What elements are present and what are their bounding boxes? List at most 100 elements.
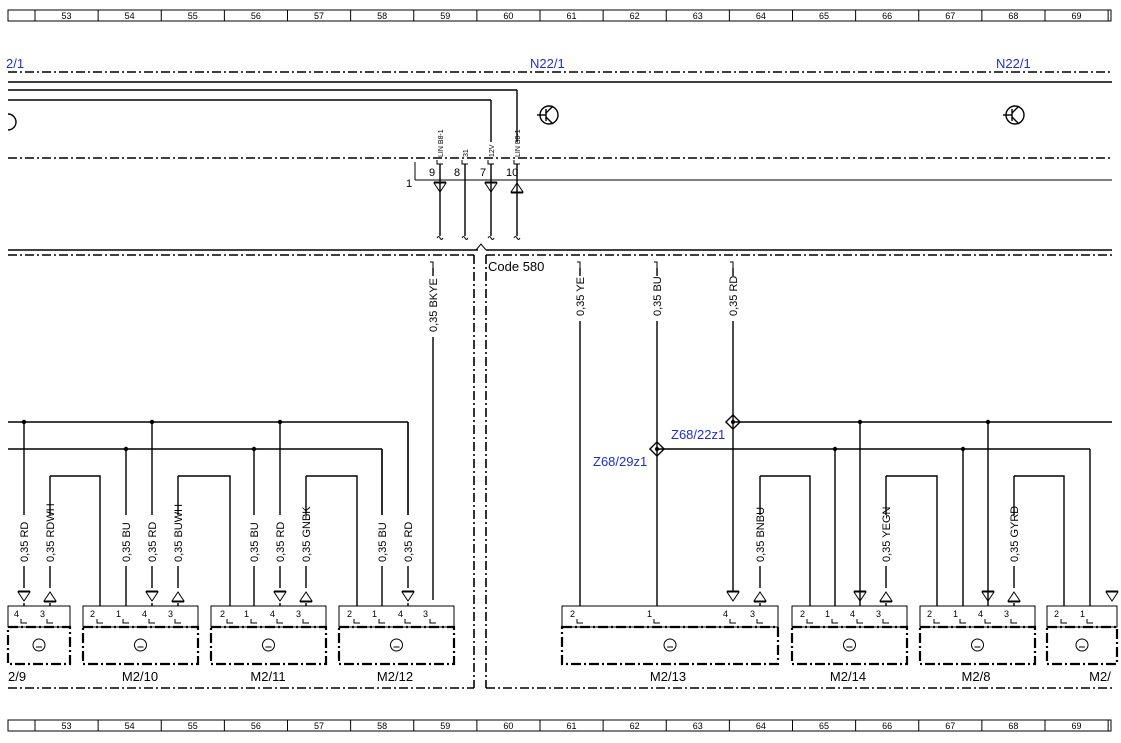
wire-label: 0,35 GYRD [1009, 506, 1021, 562]
ruler-number: 61 [567, 721, 577, 731]
ruler-number: 53 [62, 721, 72, 731]
pin-number: 1 [1080, 609, 1085, 619]
component-box [337, 625, 456, 666]
ruler-number: 60 [503, 721, 513, 731]
wire-terminal [430, 261, 434, 268]
connector-number: 1 [406, 178, 412, 190]
wire-label: 0,35 BNBU [755, 507, 767, 562]
boundary-notch [475, 243, 487, 251]
ruler-number: 58 [377, 721, 387, 731]
pin-number: 9 [429, 167, 435, 179]
ruler-number: 54 [125, 11, 135, 21]
pin-terminal [933, 619, 940, 624]
connector-housing [1046, 605, 1118, 628]
junction-dot [251, 446, 257, 452]
arrow-down-icon [401, 591, 415, 602]
pin-terminal [856, 619, 863, 624]
arrow-down-icon [145, 591, 159, 602]
wire-label: 0,35 BKYE [428, 278, 440, 332]
ruler-number: 66 [882, 721, 892, 731]
connector-housing [210, 605, 327, 628]
pin-terminal [461, 160, 468, 165]
pin-number: 2 [1054, 609, 1059, 619]
ruler-number: 64 [756, 11, 766, 21]
ruler-number: 54 [125, 721, 135, 731]
arrow-up-icon [43, 591, 57, 602]
pin-number: 4 [978, 609, 983, 619]
wire-label: 0,35 RD [403, 522, 415, 562]
arrow-up-icon [171, 591, 185, 602]
pin-number: 4 [14, 609, 19, 619]
junction-dot [832, 446, 838, 452]
return-loop [886, 475, 938, 606]
component-label: M2/13 [650, 669, 686, 684]
pin-number: 1 [372, 609, 377, 619]
arrow-up-icon [879, 591, 893, 602]
pin-terminal [959, 619, 966, 624]
splice-label-z22: Z68/22z1 [671, 427, 725, 442]
return-loop [1014, 475, 1065, 606]
pin-number: 3 [876, 609, 881, 619]
ruler-number: 53 [62, 11, 72, 21]
component-label: M2/12 [377, 669, 413, 684]
component-label: M2/ [1089, 669, 1111, 684]
pin-terminal [46, 619, 53, 624]
ruler-number: 57 [314, 11, 324, 21]
component-box [918, 625, 1037, 666]
pin-number: 1 [244, 609, 249, 619]
wire-label: 0,35 BUWH [173, 504, 185, 562]
wire-terminal [654, 261, 658, 268]
motor-icon [663, 638, 677, 652]
pin-number: 10 [506, 167, 518, 179]
junction-dot [960, 446, 966, 452]
connector-housing [82, 605, 199, 628]
ruler-number: 57 [314, 721, 324, 731]
pin-number: 7 [480, 167, 486, 179]
component-label: 2/9 [8, 669, 26, 684]
pin-terminal [436, 160, 443, 165]
pin-terminal [96, 619, 103, 624]
pin-label: 12V [489, 144, 496, 157]
transistor-icon [537, 105, 559, 125]
pin-terminal [20, 619, 27, 624]
ruler-number: 62 [630, 11, 640, 21]
pin-number: 3 [296, 609, 301, 619]
ruler-number: 65 [819, 11, 829, 21]
break-mark [436, 236, 444, 240]
component-box [81, 625, 200, 666]
return-loop [306, 475, 358, 606]
component-label: M2/10 [122, 669, 158, 684]
wire-terminal [577, 261, 581, 268]
pin-terminal [831, 619, 838, 624]
pin-terminal [148, 619, 155, 624]
pin-number: 4 [270, 609, 275, 619]
arrow-up-icon [299, 591, 313, 602]
pin-label: LIN B8-1 [515, 129, 522, 157]
break-mark [461, 236, 469, 240]
pin-terminal [226, 619, 233, 624]
pin-label: LIN B8-1 [438, 129, 445, 157]
wire-label: 0,35 RDWH [45, 503, 57, 562]
wire-label: 0,35 RD [728, 276, 740, 316]
pin-number: 3 [40, 609, 45, 619]
pin-number: 8 [454, 167, 460, 179]
ruler-number: 69 [1072, 11, 1082, 21]
component-box [790, 625, 909, 666]
pin-terminal [1060, 619, 1067, 624]
splice-z29 [648, 440, 666, 458]
pin-number: 4 [723, 609, 728, 619]
pin-terminal [1010, 619, 1017, 624]
pin-number: 2 [220, 609, 225, 619]
ruler-number: 63 [693, 11, 703, 21]
ruler-number: 66 [882, 11, 892, 21]
pin-number: 1 [647, 609, 652, 619]
pin-terminal [429, 619, 436, 624]
component-box [209, 625, 328, 666]
pin-terminal [122, 619, 129, 624]
pin-number: 2 [347, 609, 352, 619]
